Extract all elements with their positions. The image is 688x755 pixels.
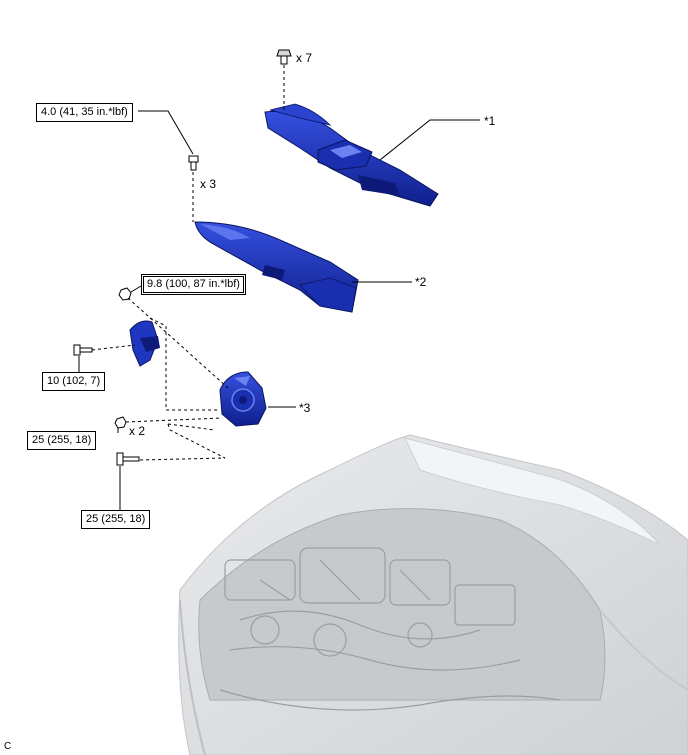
torque-spec-harness-bolt: 10 (102, 7) bbox=[42, 372, 106, 391]
hex-nut-icon bbox=[118, 287, 132, 301]
engine-bay-illustration bbox=[178, 434, 688, 755]
leader-lines bbox=[78, 110, 480, 510]
harness-bracket bbox=[129, 320, 160, 367]
torque-spec-cover-bolt: 4.0 (41, 35 in.*lbf) bbox=[36, 103, 133, 122]
torque-spec-bracket-bolt-a: 25 (255, 18) bbox=[27, 431, 97, 450]
flange-bolt-icon bbox=[73, 344, 93, 356]
callout-part-2: *2 bbox=[415, 275, 427, 289]
assembly-lines bbox=[91, 65, 285, 461]
bolt-quantity-lower: x 2 bbox=[129, 424, 146, 438]
push-clip-icon bbox=[276, 49, 292, 65]
flange-bolt-icon bbox=[188, 155, 199, 171]
torque-spec-nut: 9.8 (100, 87 in.*lbf) bbox=[141, 274, 246, 295]
part-2-lower-panel bbox=[194, 221, 359, 313]
part-1-upper-cover bbox=[264, 103, 439, 207]
part-3-housing bbox=[219, 371, 267, 427]
bolt-quantity-cover: x 3 bbox=[200, 177, 217, 191]
corner-code: C bbox=[4, 741, 12, 752]
flange-bolt-icon bbox=[116, 452, 140, 466]
clip-quantity: x 7 bbox=[296, 51, 313, 65]
callout-part-3: *3 bbox=[299, 401, 311, 415]
flange-bolt-icon bbox=[114, 416, 127, 429]
torque-spec-bracket-bolt-b: 25 (255, 18) bbox=[81, 510, 151, 529]
callout-part-1: *1 bbox=[484, 114, 496, 128]
